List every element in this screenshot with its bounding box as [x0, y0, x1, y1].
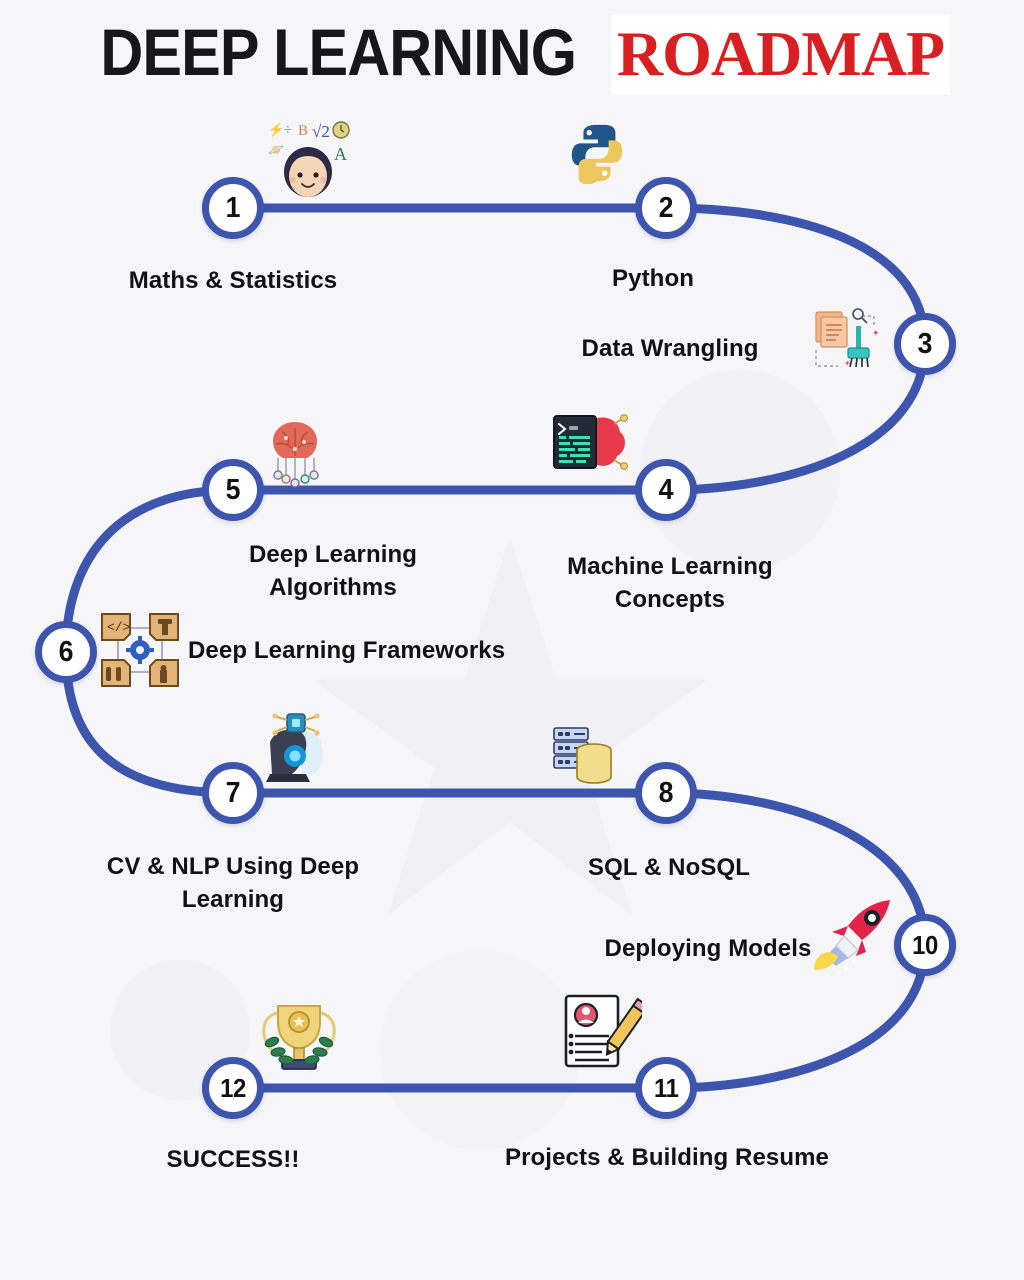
step-node-5-number: 5	[225, 473, 241, 506]
database-server-icon	[553, 727, 612, 784]
page-title-main: DEEP LEARNING	[100, 15, 577, 89]
step-label-12: SUCCESS!!	[166, 1146, 300, 1173]
resume-pencil-icon	[564, 994, 642, 1068]
svg-text:√2: √2	[312, 122, 330, 141]
terminal-brain-icon	[553, 414, 628, 470]
step-node-3[interactable]: 3	[894, 313, 956, 375]
step-node-12-number: 12	[220, 1073, 246, 1103]
step-node-11-number: 11	[653, 1073, 679, 1103]
step-label-10: Deploying Models	[604, 935, 812, 962]
svg-text:✦: ✦	[844, 359, 851, 368]
step-label-11: Projects & Building Resume	[505, 1144, 829, 1171]
step-node-7-number: 7	[225, 776, 241, 809]
step-node-10-number: 10	[912, 930, 938, 960]
step-node-8-number: 8	[658, 776, 674, 809]
step-label-3: Data Wrangling	[581, 335, 759, 362]
step-node-8[interactable]: 8	[635, 762, 697, 824]
step-label-5: Deep Learning Algorithms	[249, 541, 417, 602]
neural-brain-icon	[273, 422, 319, 488]
svg-text:🪐: 🪐	[268, 142, 285, 157]
step-label-4: Machine Learning Concepts	[567, 553, 773, 614]
step-node-3-number: 3	[917, 327, 933, 360]
step-node-6[interactable]: 6	[35, 621, 97, 683]
rocket-icon	[814, 900, 890, 975]
python-logo-icon	[571, 124, 623, 184]
step-node-1[interactable]: 1	[202, 177, 264, 239]
step-label-8: SQL & NoSQL	[588, 854, 750, 881]
step-node-11[interactable]: 11	[635, 1057, 697, 1119]
step-node-10[interactable]: 10	[894, 914, 956, 976]
framework-toolbox-icon: </>	[101, 613, 179, 687]
page-title-accent: ROADMAP	[616, 18, 945, 89]
svg-text:A: A	[334, 144, 347, 164]
step-node-12[interactable]: 12	[202, 1057, 264, 1119]
svg-text:</>: </>	[107, 620, 131, 635]
step-label-1: Maths & Statistics	[128, 267, 338, 294]
svg-text:B: B	[298, 123, 308, 139]
page-title: DEEP LEARNING ROADMAP	[0, 14, 1024, 95]
ai-head-chip-icon	[266, 713, 323, 782]
step-node-7[interactable]: 7	[202, 762, 264, 824]
step-node-2[interactable]: 2	[635, 177, 697, 239]
svg-text:⚡: ⚡	[268, 122, 284, 138]
trophy-laurel-icon	[262, 1005, 336, 1070]
student-face-icon: ⚡ ÷ B √2 🪐 A	[268, 121, 350, 197]
step-label-2: Python	[612, 265, 694, 292]
step-node-1-number: 1	[225, 191, 241, 224]
step-node-5[interactable]: 5	[202, 459, 264, 521]
page-title-accent-highlight: ROADMAP	[610, 15, 951, 95]
step-label-6: Deep Learning Frameworks	[188, 637, 506, 664]
step-node-4-number: 4	[658, 473, 674, 506]
background-blob	[380, 950, 580, 1150]
step-node-6-number: 6	[58, 635, 74, 668]
data-cleaning-icon: ✦ ✦	[815, 308, 880, 368]
step-node-4[interactable]: 4	[635, 459, 697, 521]
svg-text:✦: ✦	[872, 328, 880, 338]
step-label-7: CV & NLP Using Deep Learning	[106, 853, 360, 914]
svg-text:÷: ÷	[284, 123, 292, 138]
step-node-2-number: 2	[658, 191, 674, 224]
